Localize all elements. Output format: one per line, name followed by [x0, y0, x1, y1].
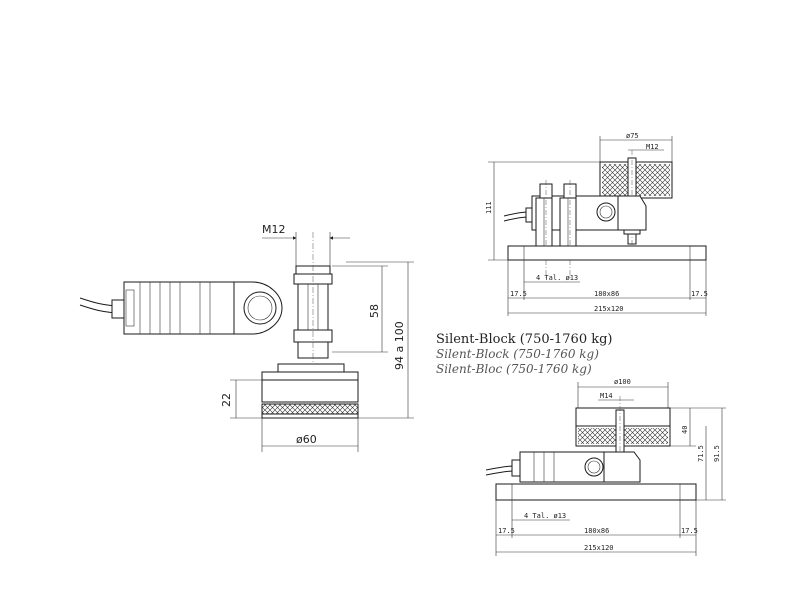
- load-cell-hole: [243, 291, 277, 325]
- top-base-plate: [507, 245, 707, 261]
- dim-right-edge-bottom: 17.5: [681, 527, 698, 535]
- dim-thread-front: M12: [262, 223, 286, 236]
- pad-plate: [261, 371, 359, 381]
- captions: Silent-Block (750-1760 kg) Silent-Block …: [436, 332, 613, 376]
- dim-holes-top: 4 Tal. ø13: [536, 274, 578, 282]
- dim-left-edge-bottom: 17.5: [498, 527, 515, 535]
- dim-pad-height: 22: [220, 393, 233, 407]
- dim-pad-height-bottom: 40: [681, 426, 689, 434]
- bottom-base-plate: [495, 483, 697, 501]
- dim-overall-top: 215x120: [594, 305, 624, 313]
- pad-hatch: [261, 403, 359, 415]
- pad-cap: [277, 363, 345, 373]
- caption-title-de: Silent-Block (750-1760 kg): [436, 347, 599, 361]
- dim-overall-bottom: 215x120: [584, 544, 614, 552]
- bottom-right-view: ø100 M14 40 71.5 91.5: [485, 378, 726, 556]
- dim-diameter-top: ø75: [626, 132, 639, 140]
- dim-height-range: 94 a 100: [393, 321, 406, 370]
- dim-height-58: 58: [368, 304, 381, 318]
- dim-left-edge-top: 17.5: [510, 290, 527, 298]
- dim-thread-bottom: M14: [600, 392, 613, 400]
- dim-center-top: 180x86: [594, 290, 619, 298]
- rubber-pad: [261, 379, 359, 403]
- top-right-view: ø75 M12 111: [485, 132, 708, 316]
- dim-diameter-front: ø60: [296, 433, 317, 446]
- dim-height-top: 111: [485, 201, 493, 214]
- caption-title-fr: Silent-Bloc (750-1760 kg): [436, 362, 592, 376]
- cable-gland: [111, 299, 125, 319]
- front-view: M12 58 94 a 100 22 ø60: [79, 223, 414, 452]
- load-cell-body: [123, 281, 235, 335]
- dim-center-bottom: 180x86: [584, 527, 609, 535]
- dim-right-edge-top: 17.5: [691, 290, 708, 298]
- dim-diameter-bottom: ø100: [614, 378, 631, 386]
- dim-height-a: 71.5: [697, 445, 705, 462]
- caption-title-en: Silent-Block (750-1760 kg): [436, 332, 613, 347]
- dim-holes-bottom: 4 Tal. ø13: [524, 512, 566, 520]
- dim-height-b: 91.5: [713, 445, 721, 462]
- pad-bottom: [261, 413, 359, 419]
- dim-thread-top: M12: [646, 143, 659, 151]
